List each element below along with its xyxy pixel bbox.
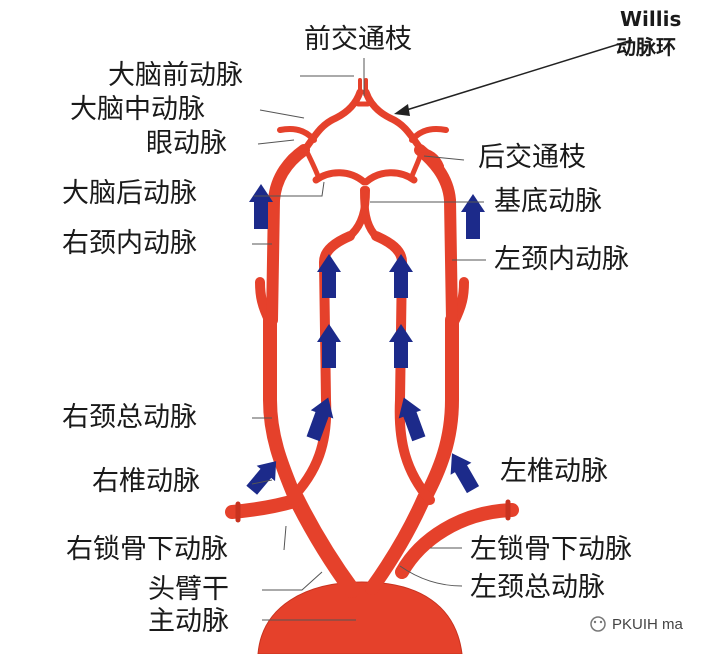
- arteries: [225, 78, 519, 654]
- flow-arrow-left-vertebral-middle: [389, 324, 413, 368]
- label-right-subclavian: 右锁骨下动脉: [66, 534, 228, 565]
- flow-arrow-left-vertebral-upper: [389, 254, 413, 298]
- right-internal-carotid-artery: [266, 144, 310, 326]
- label-left-common-carotid: 左颈总动脉: [470, 572, 605, 603]
- flow-arrows: [246, 184, 485, 495]
- leader-ophthalmic: [257, 139, 295, 145]
- flow-arrow-right-vertebral-upper: [317, 254, 341, 298]
- right-vertebral-artery: [285, 231, 355, 505]
- label-middle-cerebral: 大脑中动脉: [70, 94, 205, 125]
- flow-arrow-right-vertebral-root: [246, 461, 277, 495]
- right-ophthalmic-artery: [282, 148, 308, 168]
- label-willis-circle: 动脉环: [616, 35, 676, 59]
- left-common-carotid-root: [365, 491, 431, 595]
- label-left-subclavian: 左锁骨下动脉: [470, 534, 632, 565]
- flow-arrow-right-vertebral-middle: [317, 324, 341, 368]
- watermark-icon: [590, 616, 606, 632]
- label-anterior-cerebral: 大脑前动脉: [108, 60, 243, 91]
- flow-arrow-left-vertebral-lower: [398, 397, 426, 442]
- flow-arrow-left-vertebral-root: [450, 453, 480, 494]
- right-posterior-communicating: [303, 147, 321, 179]
- leader-posterior-communicating: [423, 155, 465, 161]
- leader-right-subclavian: [283, 525, 287, 551]
- basilar-artery-left: [360, 186, 378, 238]
- left-internal-carotid-artery: [414, 144, 458, 326]
- left-middle-cerebral-artery: [409, 126, 449, 143]
- watermark: PKUIH ma: [590, 616, 684, 633]
- right-middle-cerebral-artery: [277, 126, 317, 143]
- leader-right-vertebral: [251, 479, 273, 485]
- left-common-carotid-artery: [417, 313, 459, 507]
- leader-middle-cerebral: [259, 109, 305, 119]
- labels: 前交通枝 Willis 动脉环 大脑前动脉 大脑中动脉 眼动脉 后交通枝 大脑后…: [62, 7, 681, 637]
- leader-brachiocephalic: [262, 571, 323, 591]
- leader-left-common-carotid: [399, 565, 463, 587]
- label-right-vertebral: 右椎动脉: [92, 466, 200, 497]
- left-posterior-cerebral-artery: [362, 169, 418, 186]
- willis-pointer-line: [399, 39, 633, 113]
- watermark-text: PKUIH ma: [612, 616, 684, 633]
- brachiocephalic-trunk: [288, 490, 360, 598]
- leader-posterior-cerebral: [254, 181, 325, 197]
- label-anterior-communicating: 前交通枝: [304, 24, 412, 55]
- anterior-cerebral-tips: [358, 78, 368, 94]
- label-willis: Willis: [620, 7, 681, 31]
- willis-pointer-head: [394, 104, 410, 116]
- flow-arrow-right-internal-carotid: [249, 184, 273, 229]
- label-brachiocephalic: 头臂干: [148, 574, 229, 605]
- left-subclavian-artery: [395, 503, 519, 579]
- label-right-internal-carotid: 右颈内动脉: [62, 228, 197, 259]
- flow-arrow-left-internal-carotid: [461, 194, 485, 239]
- label-posterior-communicating: 后交通枝: [478, 142, 586, 173]
- label-basilar: 基底动脉: [494, 186, 602, 217]
- right-posterior-cerebral-artery: [312, 169, 368, 186]
- aorta-arch: [257, 581, 463, 654]
- label-aorta: 主动脉: [148, 606, 229, 637]
- label-left-vertebral: 左椎动脉: [500, 456, 608, 487]
- leader-lines: [251, 58, 486, 621]
- label-ophthalmic: 眼动脉: [146, 128, 227, 159]
- right-common-carotid-artery: [263, 313, 303, 507]
- label-left-internal-carotid: 左颈内动脉: [494, 244, 629, 275]
- left-ophthalmic-artery: [418, 148, 444, 168]
- label-right-common-carotid: 右颈总动脉: [62, 402, 197, 433]
- left-vertebral-artery: [371, 231, 435, 505]
- label-posterior-cerebral: 大脑后动脉: [62, 178, 197, 209]
- flow-arrow-right-vertebral-lower: [306, 397, 334, 442]
